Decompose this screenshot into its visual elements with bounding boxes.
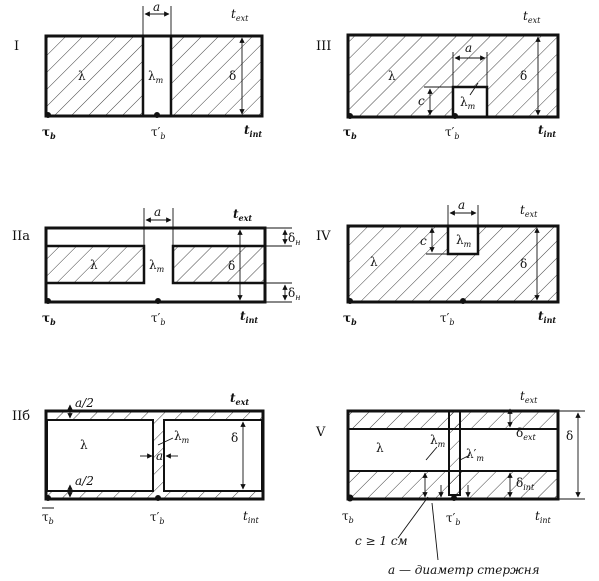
t-ext-label: text [520, 203, 538, 219]
bridge-block [453, 87, 487, 117]
panel-number: III [316, 39, 331, 54]
lambda-m-prime-label: λ′m [466, 447, 484, 463]
tau-b-prime-point [452, 113, 458, 119]
panel-number: V [315, 425, 326, 440]
tau-b-prime-label: τ′b [440, 311, 455, 327]
c-label: c [420, 234, 427, 248]
lambda-label: λ [90, 258, 98, 272]
lambda-m-label: λm [430, 433, 446, 449]
delta-n-bot-label: δн [288, 286, 301, 302]
tau-b-prime-label: τ′b [446, 511, 461, 527]
tau-b-prime-label: τ′b [150, 510, 165, 526]
delta-n-top-label: δн [288, 231, 301, 247]
t-int-label: tint [538, 123, 556, 139]
t-int-label: tint [244, 123, 262, 139]
panel-number: IV [316, 229, 331, 244]
tau-b-prime-label: τ′b [445, 125, 460, 141]
tau-b-label: τb [343, 125, 357, 141]
t-int-label: tint [240, 309, 258, 325]
tau-b-prime-point [155, 298, 161, 304]
a-half-bot-label: a/2 [75, 474, 94, 488]
lambda-label: λ [388, 69, 396, 83]
delta-label: δ [520, 69, 527, 83]
tau-b-point [347, 113, 353, 119]
t-int-label: tint [538, 309, 556, 325]
a-half-top-label: a/2 [75, 396, 94, 410]
panel-number: IIб [12, 409, 30, 424]
panel-IIa: a δ δн δн IIa λ λm text tint τb τ′b [12, 205, 301, 327]
panel-IIb: a/2 a/2 a δ IIб λ λm text tint τb τ′b [12, 391, 265, 526]
lambda-label: λ [376, 441, 384, 455]
tau-b-prime-point [154, 112, 160, 118]
panel-III: a c δ III λ λm text tint τb τ′b [316, 9, 560, 141]
a-label: a [458, 198, 465, 212]
c-note: c ≥ 1 см [355, 534, 408, 548]
wall-outline [44, 409, 265, 501]
a-label: a [153, 0, 160, 14]
tau-b-label: τb [42, 311, 56, 327]
tau-b-label: τb [42, 510, 54, 526]
tau-b-label: τb [42, 125, 56, 141]
a-label: a [465, 41, 472, 55]
rod-leader [431, 502, 439, 561]
tau-b-point [45, 298, 51, 304]
lambda-m-label: λm [456, 233, 472, 249]
delta-int-label: δint [516, 476, 535, 492]
insulation-right [171, 244, 267, 285]
a-label: a [154, 205, 161, 219]
a-note: a — диаметр стержня [388, 563, 540, 577]
panel-number: I [14, 39, 19, 54]
tau-b-prime-point [451, 495, 457, 501]
lambda-label: λ [80, 438, 88, 452]
tau-b-point [45, 112, 51, 118]
delta-label: δ [231, 431, 238, 445]
tau-b-label: τb [342, 509, 354, 525]
delta-label: δ [520, 257, 527, 271]
panel-IV: a c δ IV λ λm text tint τb τ′b [316, 198, 560, 327]
rod [448, 410, 461, 496]
tau-b-point [346, 494, 354, 502]
lambda-label: λ [370, 255, 378, 269]
wall-outline [44, 34, 264, 118]
delta-label: δ [228, 259, 235, 273]
t-ext-label: text [233, 207, 252, 223]
t-ext-label: text [230, 391, 249, 407]
c-leader [397, 496, 429, 539]
tau-b-point [347, 298, 353, 304]
t-ext-label: text [520, 389, 538, 405]
lambda-label: λ [78, 69, 86, 83]
bridge-strip [143, 36, 171, 116]
lambda-m-label: λm [460, 95, 476, 111]
delta-label: δ [566, 429, 573, 443]
tau-b-prime-label: τ′b [151, 311, 166, 327]
panel-I: a δ I λ λm text tint τb τ′b [14, 0, 264, 141]
rod-hatch [449, 411, 460, 499]
t-ext-label: text [231, 7, 249, 23]
t-int-label: tint [535, 509, 552, 525]
lambda-m-label: λm [149, 258, 165, 274]
lambda-m-label: λm [148, 69, 164, 85]
tau-b-prime-point [460, 298, 466, 304]
delta-label: δ [229, 69, 236, 83]
bridge-block [448, 226, 478, 254]
t-ext-label: text [523, 9, 541, 25]
t-int-label: tint [243, 509, 260, 525]
cell-left [46, 419, 154, 492]
delta-ext-label: δext [516, 426, 536, 442]
tau-b-prime-point [155, 495, 161, 501]
lambda-m-label: λm [174, 429, 190, 445]
panel-V: δ δext δint c ≥ 1 см a — диаметр стержня… [315, 389, 585, 577]
insulation-left [44, 244, 146, 285]
panel-number: IIa [12, 229, 30, 244]
c-label: c [418, 94, 425, 108]
tau-b-point [45, 495, 51, 501]
a-label: a [156, 449, 163, 463]
tau-b-label: τb [343, 311, 357, 327]
tau-b-prime-label: τ′b [151, 125, 166, 141]
